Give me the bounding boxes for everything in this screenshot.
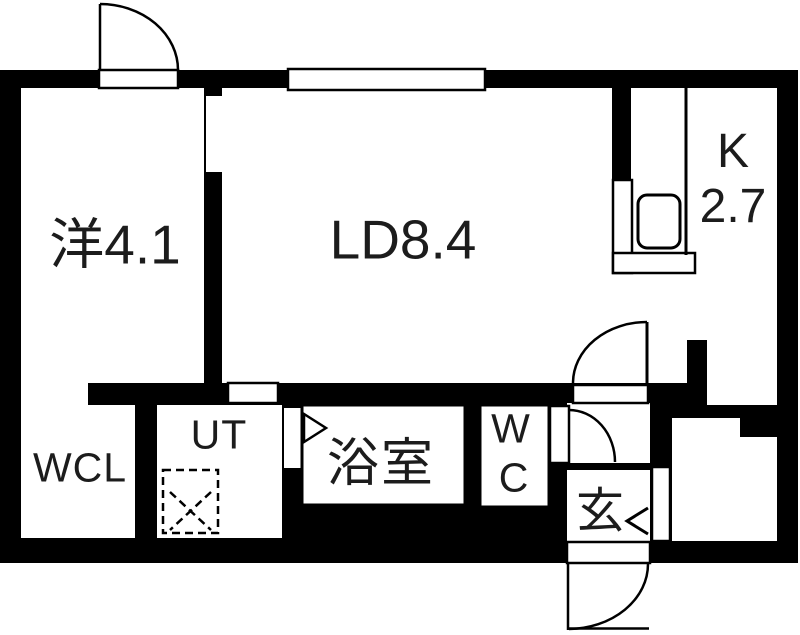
wcl-label: WCL	[32, 444, 128, 491]
storage-notch	[740, 415, 777, 437]
hall-pillar	[687, 340, 707, 418]
ut-floor	[157, 405, 282, 538]
washing-machine-pan	[161, 468, 220, 535]
ld-floor-notch	[707, 383, 777, 405]
wc-label-w: W	[491, 405, 531, 452]
wc-door-arc	[568, 408, 617, 463]
openings	[97, 67, 672, 565]
washer-cross-2	[169, 491, 212, 531]
bathroom-door-icon	[302, 411, 329, 445]
window	[286, 67, 487, 92]
genkan-floor	[567, 470, 650, 545]
living-dining-label: LD8.4	[329, 208, 477, 271]
wcl-passage	[21, 383, 88, 405]
wc-label-c: C	[498, 454, 530, 501]
sliding-door-opening	[206, 96, 222, 172]
hall-door-arc	[571, 320, 648, 384]
entry-threshold	[565, 540, 652, 565]
kitchen-area-label: 2.7	[699, 180, 767, 233]
entry-door-arc	[568, 563, 650, 631]
wc-box	[478, 403, 551, 509]
bathroom-label: 浴室	[326, 435, 436, 493]
kitchen-sink	[636, 193, 682, 250]
hall-door-opening	[571, 383, 650, 405]
storage-door-leaf	[650, 465, 672, 543]
wc-door-leaf	[548, 404, 571, 465]
top-door-sill	[97, 68, 180, 90]
counter-bottom	[611, 251, 697, 275]
wcl-floor	[21, 405, 135, 538]
genkan-step-line	[567, 463, 650, 470]
bathroom-door-gap	[284, 408, 302, 468]
ut-door-opening	[226, 381, 280, 405]
kitchen-counter	[611, 88, 697, 275]
ut-label: UT	[190, 411, 248, 458]
genkan-label: 玄	[575, 485, 625, 538]
kitchen-partition-wall	[612, 88, 631, 180]
washer-outline	[161, 468, 220, 535]
western-room-label: 洋4.1	[49, 213, 181, 276]
doors	[98, 2, 650, 631]
kitchen-label: K	[716, 125, 750, 178]
top-door-arc	[99, 2, 180, 71]
room-floors	[21, 96, 777, 545]
storage-floor	[672, 418, 777, 541]
entrance-arrow-icon	[624, 506, 649, 536]
bathroom-box	[300, 403, 467, 507]
